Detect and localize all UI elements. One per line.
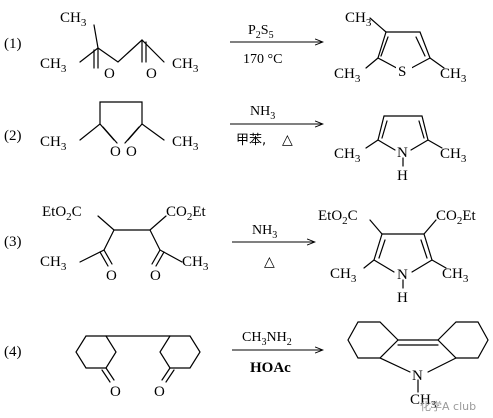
reaction-1: (1) CH3 CH3 O O CH3 P2S5 170 °C	[4, 10, 467, 85]
methyl-label: CH3	[334, 146, 361, 165]
nitrogen-label: N	[397, 267, 408, 283]
methyl-label: CH3	[40, 56, 67, 75]
reagent-label: NH3	[252, 223, 277, 241]
methyl-label: CH3	[40, 134, 67, 153]
reaction-number: (2)	[4, 128, 22, 144]
reaction-3: (3) EtO2C CO2Et CH3 O O CH3 NH3 △	[4, 204, 477, 306]
reaction-number: (1)	[4, 36, 22, 52]
nitrogen-label: N	[412, 368, 423, 384]
product-2: CH3 N H CH3	[334, 115, 467, 184]
methyl-label: CH3	[172, 56, 199, 75]
methyl-label: CH3	[40, 254, 67, 273]
product-3: EtO2C CO2Et CH3 N H CH3	[318, 208, 477, 306]
sulfur-label: S	[398, 64, 406, 80]
hydrogen-label: H	[397, 168, 408, 184]
nitrogen-label: N	[397, 145, 408, 161]
reaction-number: (4)	[4, 344, 22, 360]
methyl-label: CH3	[410, 392, 437, 411]
reactant-1: CH3 CH3 O O CH3	[40, 10, 199, 82]
reactant-3: EtO2C CO2Et CH3 O O CH3	[40, 204, 209, 284]
ester-label: EtO2C	[42, 204, 82, 223]
methyl-label: CH3	[334, 66, 361, 85]
ester-label: CO2Et	[166, 204, 207, 223]
methyl-label: CH3	[440, 146, 467, 165]
ester-label: CO2Et	[436, 208, 477, 227]
watermark: 化学A club	[420, 399, 476, 413]
oxygen-label: O	[150, 268, 161, 284]
reagent-label: NH3	[250, 104, 275, 122]
product-4: N CH3	[347, 321, 489, 411]
reactant-4: O O	[75, 335, 201, 400]
methyl-label: CH3	[440, 66, 467, 85]
reaction-4: (4) O O CH3NH2 HOAc N CH3	[4, 321, 489, 413]
oxygen-label: O	[104, 66, 115, 82]
methyl-label: CH3	[172, 134, 199, 153]
reaction-number: (3)	[4, 234, 22, 250]
oxygen-label: O	[110, 144, 121, 160]
methyl-label: CH3	[442, 266, 469, 285]
reagent-label: CH3NH2	[242, 330, 292, 348]
oxygen-label: O	[110, 384, 121, 400]
oxygen-label: O	[146, 66, 157, 82]
methyl-label: CH3	[345, 10, 372, 29]
heat-symbol: △	[282, 133, 293, 148]
methyl-label: CH3	[60, 10, 87, 29]
reagent-label: P2S5	[248, 23, 274, 41]
methyl-label: CH3	[182, 254, 209, 273]
oxygen-label: O	[106, 268, 117, 284]
solvent-label: 甲苯,	[236, 133, 266, 148]
heat-symbol: △	[264, 255, 275, 270]
reactant-2: CH3 O O CH3	[40, 101, 199, 160]
condition-label: 170 °C	[243, 52, 282, 67]
oxygen-label: O	[126, 144, 137, 160]
hydrogen-label: H	[397, 290, 408, 306]
condition-label: HOAc	[250, 360, 291, 376]
reaction-2: (2) CH3 O O CH3 NH3 甲苯, △	[4, 101, 467, 184]
oxygen-label: O	[154, 384, 165, 400]
methyl-label: CH3	[330, 266, 357, 285]
ester-label: EtO2C	[318, 208, 358, 227]
product-1: CH3 CH3 S CH3	[334, 10, 467, 85]
